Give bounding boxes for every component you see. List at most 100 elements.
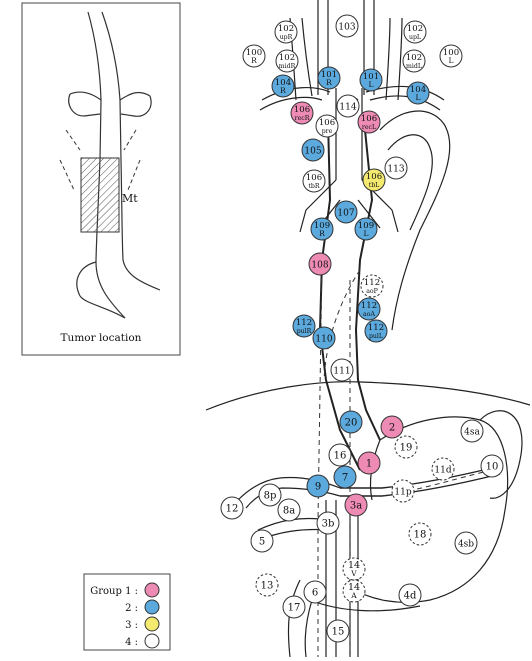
node-15: 15: [327, 620, 349, 642]
node-sublabel: tbL: [369, 182, 380, 189]
node-113: 113: [385, 157, 407, 179]
node-number: 16: [334, 451, 347, 462]
legend-label: 4 :: [125, 637, 138, 648]
node-20: 20: [340, 411, 362, 433]
node-number: 105: [304, 147, 321, 157]
tumor-hatched-region: [81, 158, 119, 232]
node-number: 106: [294, 105, 310, 115]
node-101R: 101R: [318, 67, 340, 89]
node-11d: 11d: [432, 458, 454, 480]
node-6: 6: [304, 581, 326, 603]
node-number: 112: [364, 278, 380, 288]
node-8p: 8p: [259, 484, 281, 506]
node-number: 112: [296, 318, 312, 328]
node-3b: 3b: [317, 512, 339, 534]
node-12: 12: [221, 497, 243, 519]
tumor-location-inset: Mt Tumor location: [22, 3, 180, 355]
legend-label: 2 :: [125, 603, 138, 614]
node-10: 10: [481, 455, 503, 477]
node-sublabel: aoA: [363, 311, 375, 318]
node-number: 13: [261, 581, 274, 592]
node-13: 13: [256, 574, 278, 596]
node-number: 102: [407, 24, 423, 34]
node-number: 112: [361, 301, 377, 311]
node-19: 19: [395, 436, 417, 458]
node-sublabel: recR: [295, 115, 310, 122]
node-sublabel: pulR: [297, 328, 312, 335]
node-number: 11d: [434, 466, 451, 476]
node-number: 15: [332, 627, 345, 638]
node-number: 102: [406, 53, 422, 63]
node-2: 2: [381, 416, 403, 438]
node-number: 7: [342, 473, 348, 484]
node-sublabel: pre: [322, 128, 333, 135]
node-number: 2: [389, 423, 395, 434]
legend-label: Group 1 :: [90, 586, 138, 597]
node-number: 5: [259, 537, 265, 548]
node-number: 111: [333, 367, 350, 377]
node-109L: 109L: [355, 218, 377, 240]
node-102upL: 102upL: [404, 21, 426, 43]
node-number: 4sa: [464, 428, 480, 438]
node-number: 102: [279, 53, 295, 63]
node-number: 112: [368, 323, 384, 333]
node-109R: 109R: [311, 218, 333, 240]
node-sublabel: V: [350, 569, 357, 578]
node-sublabel: L: [369, 80, 374, 89]
legend: Group 1 :2 :3 :4 :: [84, 574, 170, 650]
node-102upR: 102upR: [275, 21, 297, 43]
node-number: 107: [337, 209, 354, 219]
node-sublabel: upR: [280, 34, 293, 41]
node-number: 4d: [404, 591, 417, 602]
node-number: 9: [315, 482, 321, 493]
node-sublabel: R: [326, 78, 332, 87]
node-4sb: 4sb: [455, 532, 477, 554]
node-sublabel: recL: [362, 124, 376, 131]
node-17: 17: [283, 596, 305, 618]
node-number: 11p: [394, 488, 411, 498]
node-number: 17: [288, 603, 301, 614]
node-11p: 11p: [392, 480, 414, 502]
node-sublabel: aoP: [366, 288, 378, 295]
node-14V: 14V: [343, 558, 365, 580]
node-number: 103: [338, 23, 355, 33]
node-sublabel: midR: [279, 63, 296, 70]
node-4d: 4d: [399, 584, 421, 606]
node-number: 108: [311, 261, 328, 271]
node-number: 106: [366, 172, 382, 182]
node-sublabel: R: [319, 229, 325, 238]
node-18: 18: [409, 523, 431, 545]
node-number: 113: [387, 165, 404, 175]
node-number: 102: [278, 24, 294, 34]
node-number: 3a: [350, 501, 362, 512]
node-103: 103: [336, 15, 358, 37]
node-107: 107: [335, 201, 357, 223]
node-4sa: 4sa: [461, 420, 483, 442]
node-sublabel: midL: [406, 63, 422, 70]
node-number: 3b: [322, 519, 335, 530]
node-110: 110: [313, 327, 335, 349]
node-number: 110: [315, 335, 332, 345]
node-number: 114: [339, 103, 356, 113]
node-sublabel: A: [350, 591, 357, 600]
node-sublabel: L: [416, 93, 421, 102]
node-number: 106: [319, 118, 335, 128]
node-114: 114: [337, 95, 359, 117]
node-sublabel: R: [251, 56, 257, 65]
node-104L: 104L: [407, 82, 429, 104]
node-14A: 14A: [343, 580, 365, 602]
node-sublabel: upL: [409, 34, 421, 41]
node-16: 16: [329, 444, 351, 466]
node-9: 9: [307, 475, 329, 497]
node-number: 4sb: [458, 540, 474, 550]
